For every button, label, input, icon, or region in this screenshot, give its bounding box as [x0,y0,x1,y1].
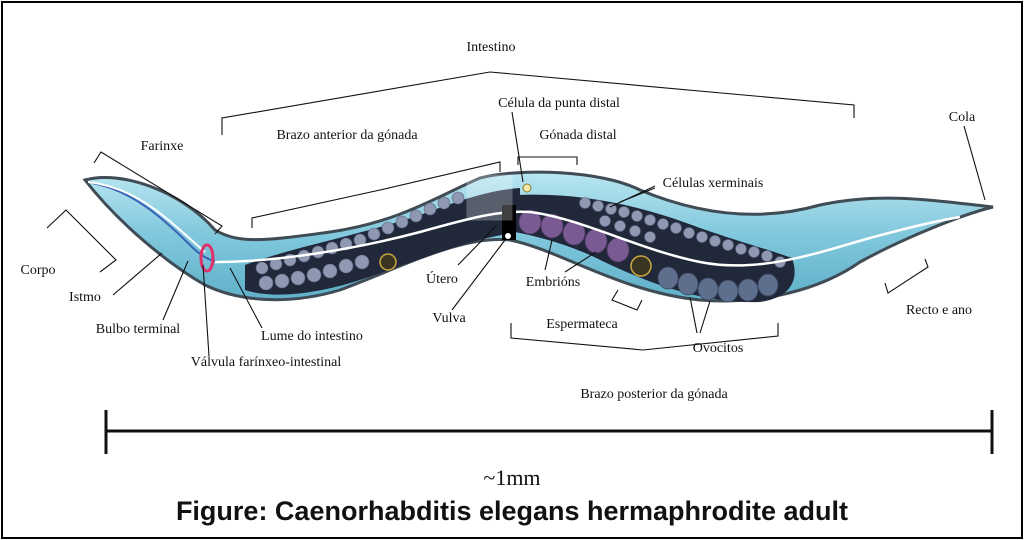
bracket-brazo-posterior [510,323,779,351]
vulva-dot [505,233,511,239]
uterus-block [502,205,516,240]
pharynx [91,182,223,263]
spermatheca-posterior [630,255,652,277]
distal-tip-cell [522,183,532,193]
intestine-lumen [214,210,961,267]
bracket-gonada-distal [517,156,578,165]
pharyngeal-valve [199,243,215,273]
pointer-lume [229,267,263,329]
pointer-ovocitos-a [689,296,698,334]
label-bulbo-terminal: Bulbo terminal [96,322,180,337]
pointer-ovocitos-b [699,300,711,334]
pointer-cola [963,125,986,201]
pointer-embrions-b [564,251,597,273]
label-embrions: Embrións [526,275,580,290]
germ-cells-posterior [579,197,786,268]
pointer-xerminais-b [619,187,656,203]
pointer-celula-distal [511,111,524,183]
bracket-brazo-anterior [251,161,501,228]
label-corpo: Corpo [21,263,56,278]
scale-bar-label: ~1mm [483,465,540,490]
label-vulva: Vulva [432,311,466,326]
figure-caption: Figure: Caenorhabditis elegans hermaphro… [175,496,849,526]
label-celula-punta-distal: Célula da punta distal [498,96,620,111]
scale-bar [104,410,994,454]
label-brazo-posterior: Brazo posterior da gónada [580,387,728,402]
label-brazo-anterior: Brazo anterior da gónada [276,128,418,143]
label-utero: Útero [426,270,458,287]
bracket-intestino [221,71,855,135]
bracket-corpo [46,209,117,273]
spermatheca-anterior [379,253,397,271]
pointer-istmo [112,252,163,296]
pointer-bulbo [162,260,189,321]
label-ovocitos: Ovocitos [693,341,744,356]
label-istmo: Istmo [69,290,101,305]
bracket-espermateca [611,289,643,311]
bracket-recto [884,258,929,294]
pointer-embrions-a [544,239,553,271]
distal-tip-highlight [466,174,513,221]
embryos [518,209,630,263]
label-valvula: Válvula farínxeo-intestinal [191,355,342,370]
label-espermateca: Espermateca [546,317,618,332]
pointer-vulva [451,239,506,311]
bracket-farinxe [93,151,223,235]
label-gonada-distal: Gónada distal [539,128,616,143]
label-farinxe: Farinxe [141,139,184,154]
label-recto-ano: Recto e ano [906,303,972,318]
pointer-utero [457,224,498,266]
label-cola: Cola [949,110,976,125]
pointer-valvula [202,264,210,357]
pharynx-lumen [87,181,206,253]
label-celulas-xerminais: Células xerminais [663,176,764,191]
label-intestino: Intestino [467,40,516,55]
label-lume-intestino: Lume do intestino [261,329,363,344]
oocytes [657,266,779,303]
